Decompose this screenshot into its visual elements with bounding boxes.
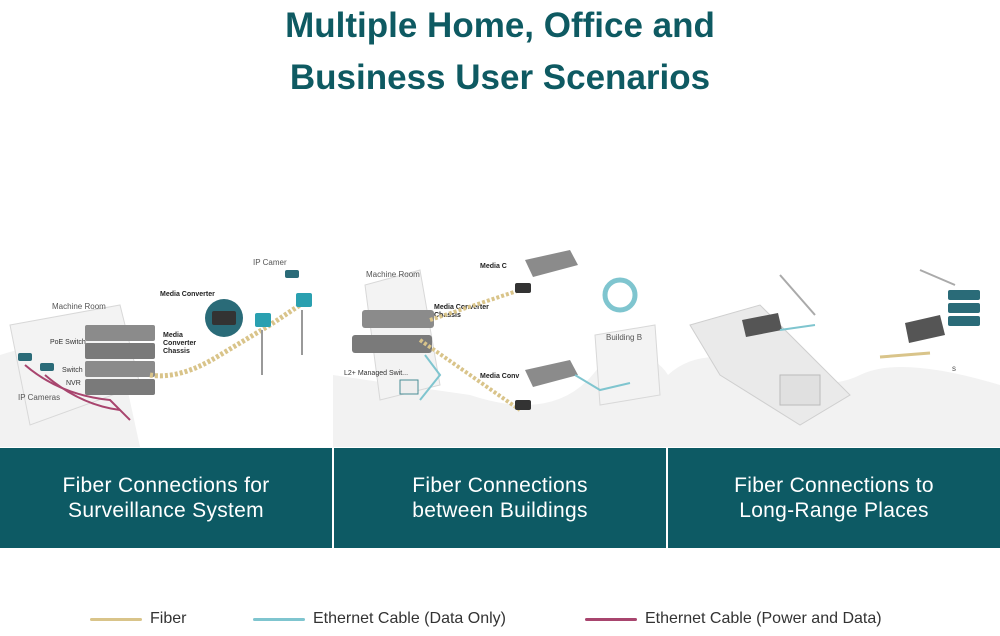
- ip-camera-label: IP Camer: [253, 258, 287, 267]
- title-line-1: Multiple Home, Office and: [285, 6, 715, 45]
- converter-device-icon: [515, 400, 531, 410]
- ethernet-power-swatch: [585, 617, 637, 621]
- ethernet-data-swatch: [253, 617, 305, 621]
- building-b-label: Building B: [606, 333, 642, 342]
- converter-device-icon: [296, 293, 312, 307]
- legend-ethernet-power-label: Ethernet Cable (Power and Data): [645, 610, 882, 627]
- camera-icon: [285, 270, 299, 278]
- nvr-label: NVR: [66, 380, 81, 387]
- fiber-path: [149, 302, 302, 379]
- converter-device-icon: [255, 313, 271, 327]
- media-top-label: Media C: [480, 263, 507, 270]
- media-bottom-label: Media Conv: [480, 373, 519, 380]
- right-label-s: s: [952, 364, 956, 373]
- building-b: [594, 324, 661, 406]
- wifi-icon: [602, 277, 638, 313]
- rack-stack: [85, 325, 155, 395]
- panel-line-1: Fiber Connections for: [62, 474, 270, 497]
- panel-line-1: Fiber Connections to: [734, 474, 934, 497]
- fiber-swatch: [90, 617, 142, 621]
- panel-line-2: Long-Range Places: [739, 499, 929, 522]
- legend-fiber-label: Fiber: [150, 610, 187, 627]
- legend-fiber: Fiber: [90, 610, 186, 628]
- panel-buildings: Fiber Connections between Buildings: [332, 448, 666, 548]
- legend: Fiber Ethernet Cable (Data Only) Etherne…: [0, 606, 1000, 636]
- panel-line-2: Surveillance System: [68, 499, 264, 522]
- switch-device: [525, 250, 578, 277]
- fiber-path: [879, 351, 931, 359]
- middle-ground: [333, 357, 668, 447]
- chassis-device: [362, 310, 434, 328]
- fiber-path: [429, 288, 521, 322]
- converter-device-icon: [742, 313, 782, 337]
- panel-surveillance: Fiber Connections for Surveillance Syste…: [0, 448, 332, 548]
- panel-line-2: between Buildings: [412, 499, 588, 522]
- panel-line-1: Fiber Connections: [412, 474, 588, 497]
- ip-cameras-label: IP Cameras: [18, 393, 60, 402]
- poe-switch-label: PoE Switch: [50, 339, 86, 346]
- media-converter-label: Media Converter: [160, 291, 215, 298]
- scenario-band: Fiber Connections for Surveillance Syste…: [0, 448, 1000, 548]
- monitor-icon: [399, 379, 419, 395]
- legend-ethernet-power: Ethernet Cable (Power and Data): [585, 610, 882, 628]
- switch-label: Switch: [62, 367, 83, 374]
- fiber-path: [418, 338, 522, 412]
- camera-icon: [18, 353, 54, 371]
- title-line-2: Business User Scenarios: [289, 58, 711, 97]
- legend-ethernet-data: Ethernet Cable (Data Only): [253, 610, 506, 628]
- ethernet-path: [419, 354, 442, 401]
- legend-ethernet-data-label: Ethernet Cable (Data Only): [313, 610, 506, 627]
- ship-tower: [779, 374, 821, 406]
- server-rack-icon: [948, 290, 980, 326]
- machine-room-label: Machine Room: [52, 302, 106, 311]
- converter-device-icon: [515, 283, 531, 293]
- machine-room-label: Machine Room: [366, 270, 420, 279]
- l2-switch-label: L2+ Managed Swit...: [344, 370, 408, 377]
- media-converter-icon: [212, 311, 236, 325]
- page-title: Multiple Home, Office and Business User …: [0, 0, 1000, 104]
- converter-device-icon: [905, 315, 945, 343]
- surveillance-scene: Machine Room PoE Switch Switch NVR IP Ca…: [0, 258, 312, 447]
- panel-long-range: Fiber Connections to Long-Range Places: [666, 448, 1000, 548]
- scenario-illustration: Machine Room PoE Switch Switch NVR IP Ca…: [0, 250, 1000, 447]
- ethernet-path: [574, 374, 631, 392]
- power-cable-path: [24, 364, 131, 421]
- long-range-scene: s: [668, 269, 1000, 447]
- switch-device: [525, 360, 578, 387]
- l2-switch-device: [352, 335, 432, 353]
- ethernet-path: [779, 324, 816, 331]
